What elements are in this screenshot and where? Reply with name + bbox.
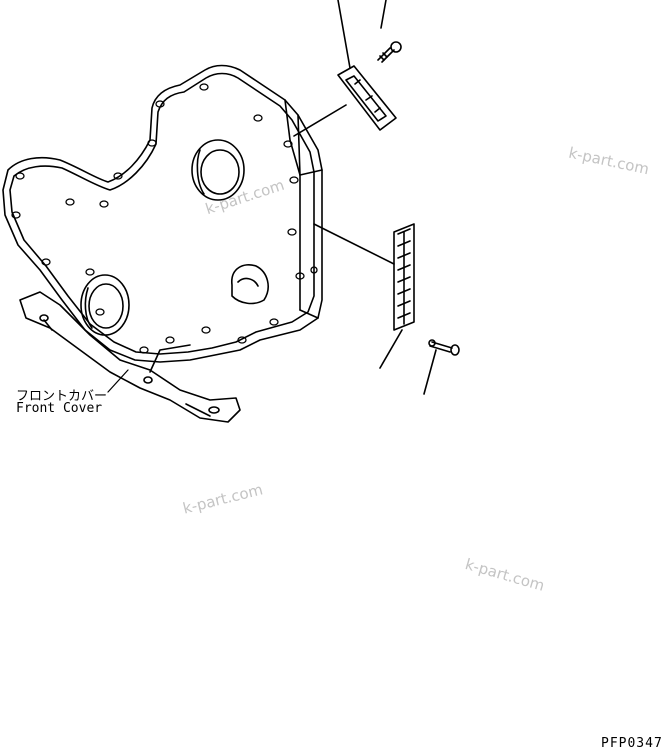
spec-plate-leader [313,223,395,265]
top-screw [377,41,402,63]
front-cover-label-leader [107,369,129,393]
flange-bolt-holes [11,83,318,354]
figure-code: PFP0347 [601,736,663,751]
lower-seal [80,274,130,336]
name-plate-leader [293,104,347,137]
center-boss [231,264,269,305]
spec-plate [393,223,415,331]
part-label-japanese: フロントカバー [16,389,108,404]
rivet [428,339,460,356]
front-cover-body [2,64,323,363]
upper-seal [191,139,245,201]
name-plate [337,65,397,131]
mounting-bracket [19,291,241,423]
rivet-leader [423,349,437,395]
spec-plate-lower-leader [379,329,403,369]
part-label-english: Front Cover [16,401,103,416]
top-leader-lines [337,0,387,69]
